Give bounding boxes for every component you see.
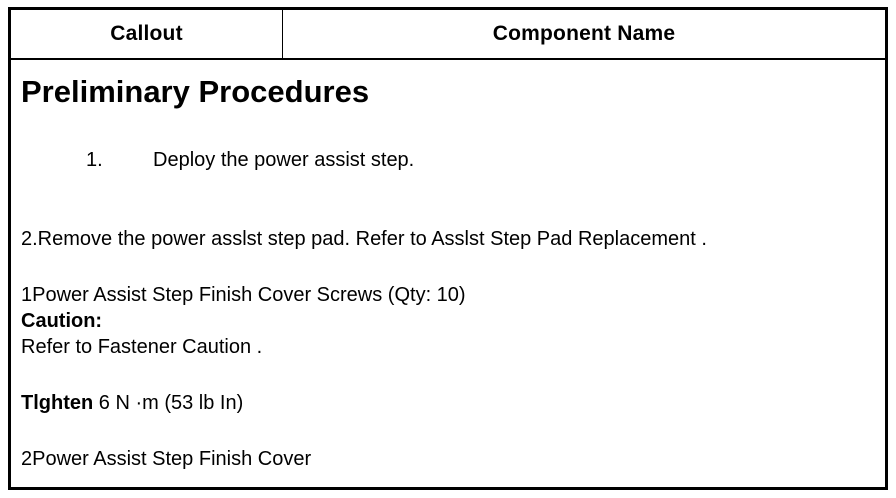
caution-text: Refer to Fastener Caution .: [21, 336, 263, 358]
table-header-row: Callout Component Name: [11, 10, 885, 60]
section-title: Preliminary Procedures: [21, 74, 370, 109]
tighten-spec: Tlghten 6 N ·m (53 lb In): [21, 390, 243, 416]
tighten-label: Tlghten: [21, 392, 94, 414]
tighten-value: 6 N ·m (53 lb In): [93, 392, 244, 414]
procedure-table: Callout Component Name Preliminary Proce…: [8, 7, 888, 490]
step-1-text: Deploy the power assist step.: [153, 149, 415, 171]
step-1-number: 1.: [86, 149, 103, 171]
column-header-callout: Callout: [11, 10, 283, 58]
callout-item-2: 2Power Assist Step Finish Cover: [21, 448, 312, 470]
step-2-text: 2.Remove the power asslst step pad. Refe…: [21, 228, 707, 250]
callout-item-1: 1Power Assist Step Finish Cover Screws (…: [21, 284, 466, 306]
step-1: 1. Deploy the power assist step.: [86, 147, 414, 173]
column-header-component-name: Component Name: [492, 22, 676, 45]
caution-label: Caution:: [21, 310, 103, 332]
